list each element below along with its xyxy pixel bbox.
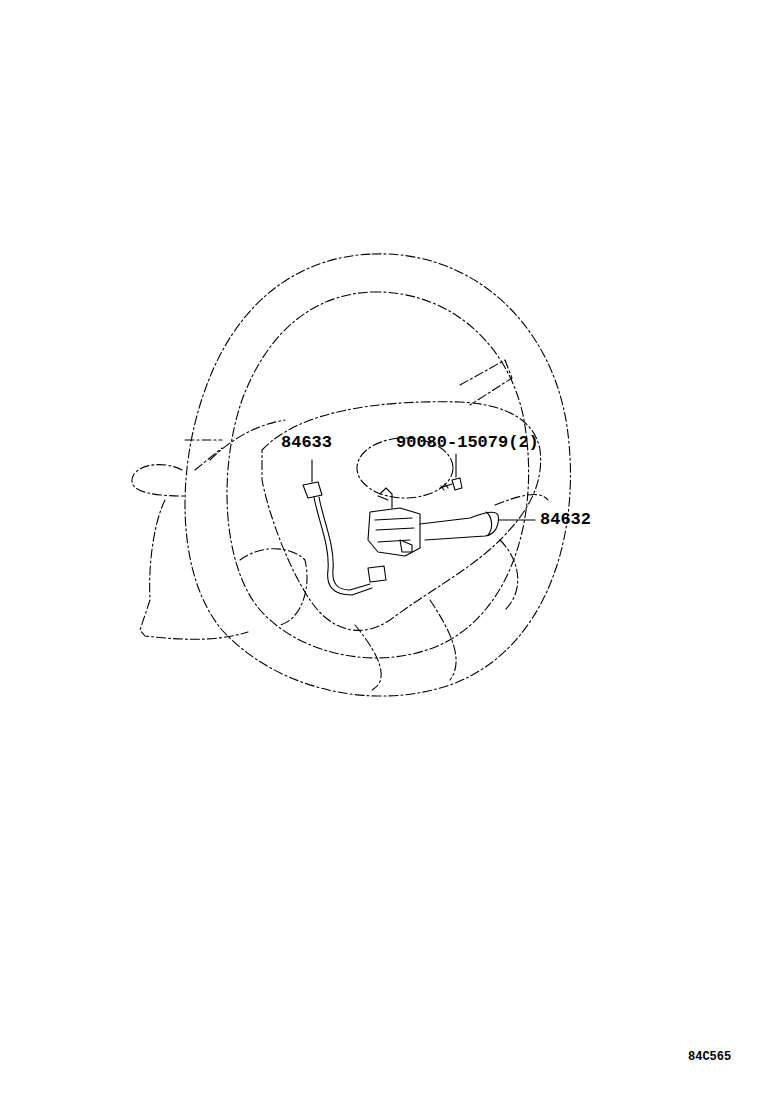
wire-harness: [303, 482, 386, 595]
part-number: 90080-15079(2): [396, 434, 539, 451]
part-number: 84633: [281, 434, 332, 451]
leader-lines: [312, 454, 535, 520]
wheel-rim-outer: [185, 254, 570, 696]
wheel-spoke-lower: [355, 600, 456, 690]
steering-pad-switch: [368, 488, 498, 556]
part-number: 84632: [540, 511, 591, 528]
steering-column: [132, 465, 248, 640]
wheel-rim-grip: [185, 360, 512, 470]
bolt: [440, 478, 462, 490]
wheel-rim-inner: [227, 292, 529, 658]
wheel-hub: [262, 402, 541, 631]
drawing-code: 84C565: [688, 1051, 731, 1063]
wheel-spoke-left: [240, 549, 307, 625]
